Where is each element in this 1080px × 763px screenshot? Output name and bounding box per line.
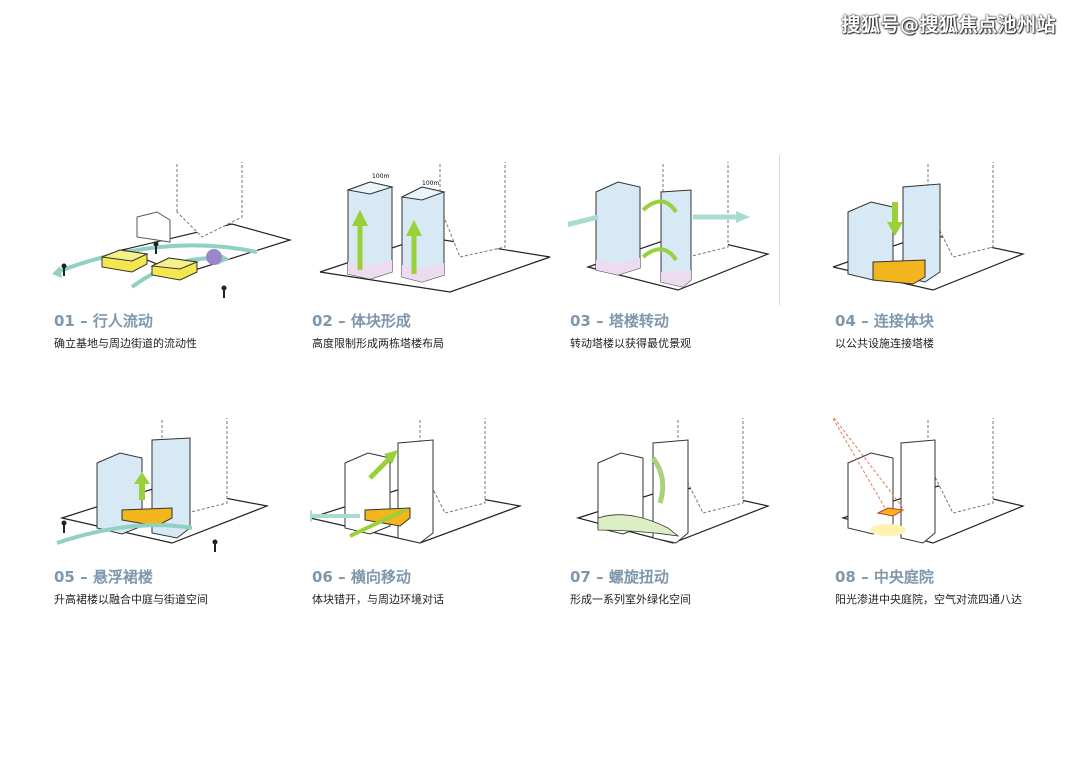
panel-03-tower-rotation: 03 – 塔楼转动 转动塔楼以获得最优景观 bbox=[568, 162, 828, 392]
panel-subtitle: 转动塔楼以获得最优景观 bbox=[570, 337, 691, 350]
panel-subtitle: 升高裙楼以融合中庭与街道空间 bbox=[54, 593, 208, 606]
diagram-06 bbox=[310, 418, 523, 544]
panel-subtitle: 以公共设施连接塔楼 bbox=[835, 337, 934, 350]
panel-subtitle: 形成一系列室外绿化空间 bbox=[570, 593, 691, 606]
divider bbox=[779, 155, 780, 305]
panel-title: 01 – 行人流动 bbox=[54, 312, 153, 330]
watermark: 搜狐号@搜狐焦点池州站 bbox=[841, 14, 1056, 36]
panel-title: 04 – 连接体块 bbox=[835, 312, 934, 330]
diagram-01 bbox=[52, 162, 293, 298]
panel-subtitle: 阳光渗进中央庭院，空气对流四通八达 bbox=[835, 593, 1022, 606]
diagram-08 bbox=[833, 418, 1025, 544]
panel-subtitle: 体块错开，与周边环境对话 bbox=[312, 593, 444, 606]
diagram-07 bbox=[575, 418, 771, 544]
panel-title: 08 – 中央庭院 bbox=[835, 568, 934, 586]
diagram-02: 100m 100m bbox=[319, 162, 551, 293]
panel-07-spiral-twist: 07 – 螺旋扭动 形成一系列室外绿化空间 bbox=[568, 418, 828, 648]
panel-subtitle: 确立基地与周边街道的流动性 bbox=[54, 337, 197, 350]
diagram-03 bbox=[568, 162, 770, 291]
panel-title: 06 – 横向移动 bbox=[312, 568, 411, 586]
panel-08-central-courtyard: 08 – 中央庭院 阳光渗进中央庭院，空气对流四通八达 bbox=[833, 418, 1080, 648]
panel-01-pedestrian-flow: 01 – 行人流动 确立基地与周边街道的流动性 bbox=[52, 162, 312, 392]
panel-06-lateral-shift: 06 – 横向移动 体块错开，与周边环境对话 bbox=[310, 418, 570, 648]
panel-title: 07 – 螺旋扭动 bbox=[570, 568, 669, 586]
height-label: 100m bbox=[372, 173, 389, 180]
diagram-04 bbox=[833, 162, 1026, 291]
panel-subtitle: 高度限制形成两栋塔楼布局 bbox=[312, 337, 444, 350]
diagram-05 bbox=[56, 418, 270, 552]
panel-title: 02 – 体块形成 bbox=[312, 312, 411, 330]
height-label: 100m bbox=[422, 180, 439, 187]
panel-04-connect-masses: 04 – 连接体块 以公共设施连接塔楼 bbox=[833, 162, 1080, 392]
panel-05-floating-podium: 05 – 悬浮裙楼 升高裙楼以融合中庭与街道空间 bbox=[52, 418, 312, 648]
panel-title: 03 – 塔楼转动 bbox=[570, 312, 669, 330]
panel-title: 05 – 悬浮裙楼 bbox=[54, 568, 153, 586]
panel-02-mass-formation: 100m 100m 02 – 体块形成 高度限制形成两栋塔楼布局 bbox=[310, 162, 570, 392]
